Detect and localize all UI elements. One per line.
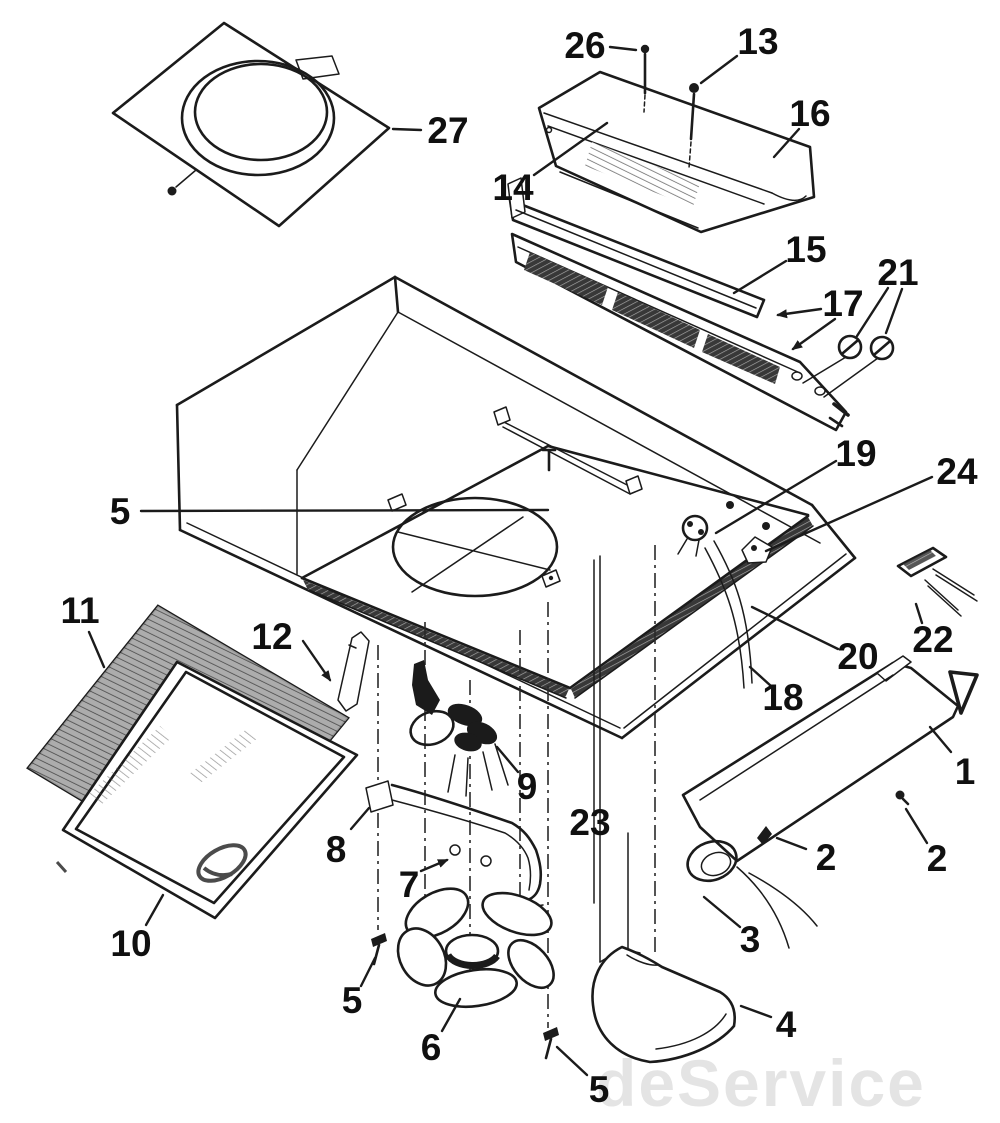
screw-dot-icon	[726, 501, 734, 509]
leader-line-10	[144, 893, 165, 927]
part-label-8: 8	[326, 829, 347, 870]
part-label-2: 2	[816, 837, 837, 878]
part-label-26: 26	[564, 25, 605, 66]
leader-line-20	[750, 605, 840, 651]
part-label-13: 13	[737, 21, 778, 62]
bracket-part24	[741, 536, 773, 564]
leader-line-18	[748, 665, 773, 688]
part-label-9: 9	[517, 766, 538, 807]
leader-line-21	[884, 287, 904, 335]
screw-icon	[757, 826, 772, 845]
leader-line-7	[419, 858, 449, 873]
plug-part22	[896, 546, 978, 617]
leader-line-6	[440, 997, 462, 1033]
part-label-24: 24	[936, 451, 978, 492]
part-label-15: 15	[785, 229, 826, 270]
screw-icon	[640, 44, 650, 113]
plate-part1	[681, 655, 979, 863]
part-label-14: 14	[492, 167, 534, 208]
leader-line-17	[776, 307, 823, 319]
part-label-12: 12	[251, 616, 292, 657]
filter-logo	[55, 843, 248, 883]
lamp-lens-hatch	[585, 142, 700, 207]
leader-line-16	[772, 127, 801, 159]
leader-line-15	[732, 259, 788, 295]
part-label-2: 2	[927, 838, 948, 879]
elbow-part4	[591, 945, 736, 1064]
part-label-20: 20	[837, 636, 878, 677]
leader-line-5	[555, 1045, 589, 1077]
switch-part19	[677, 514, 709, 557]
part-label-4: 4	[776, 1004, 797, 1045]
fan-part6	[396, 887, 555, 1009]
part-label-23: 23	[569, 802, 610, 843]
leader-line-9	[495, 745, 520, 774]
part-label-5: 5	[589, 1069, 610, 1110]
screw-icon	[543, 1027, 559, 1060]
part-label-5: 5	[110, 491, 131, 532]
part-label-18: 18	[762, 677, 803, 718]
leader-line-27	[391, 127, 423, 132]
part-label-11: 11	[60, 590, 99, 631]
leader-line-3	[702, 895, 742, 929]
screw-icon	[895, 790, 910, 806]
leader-line-2	[775, 836, 808, 851]
part-label-10: 10	[110, 923, 151, 964]
leader-line-19	[714, 459, 838, 535]
part-label-27: 27	[427, 110, 468, 151]
lens-panel-part27	[111, 21, 391, 228]
part-label-22: 22	[912, 619, 953, 660]
leader-line-26	[608, 45, 638, 52]
leader-line-22	[914, 602, 924, 625]
part-label-19: 19	[835, 433, 876, 474]
leader-line-1	[928, 725, 953, 754]
screw-icon	[167, 169, 197, 196]
filter-part10	[55, 660, 359, 920]
screw-icon	[688, 83, 699, 169]
lamp-housing-part16	[537, 44, 816, 234]
leader-line-13	[699, 54, 739, 85]
leader-line-24	[764, 475, 934, 553]
damper-rod	[493, 406, 643, 495]
knobs-part21	[802, 334, 895, 398]
control-strip-part17	[510, 232, 850, 432]
part-label-16: 16	[789, 93, 830, 134]
leader-line-4	[739, 1004, 773, 1019]
bracket-part8	[365, 780, 394, 813]
leader-line-14	[532, 121, 609, 177]
part-label-5: 5	[342, 980, 363, 1021]
part-label-21: 21	[877, 252, 918, 293]
motor-part9	[409, 660, 509, 797]
leader-line-17	[791, 317, 837, 351]
leader-line-5	[139, 508, 550, 513]
part-label-6: 6	[421, 1027, 442, 1068]
lens-strip-part15	[507, 177, 766, 319]
part-label-17: 17	[822, 283, 863, 324]
leader-line-5	[359, 956, 377, 988]
part-label-7: 7	[399, 864, 420, 905]
part-label-1: 1	[955, 751, 976, 792]
screw-dot-icon	[762, 522, 770, 530]
part-label-3: 3	[740, 919, 761, 960]
leader-line-21	[855, 286, 890, 338]
bracket-part12	[337, 631, 370, 712]
collar-part3	[599, 832, 818, 963]
leader-line-11	[87, 630, 106, 669]
leader-line-12	[301, 639, 332, 682]
leader-line-8	[349, 806, 371, 831]
leader-line-2	[904, 807, 929, 845]
wiring-part18	[704, 540, 753, 689]
